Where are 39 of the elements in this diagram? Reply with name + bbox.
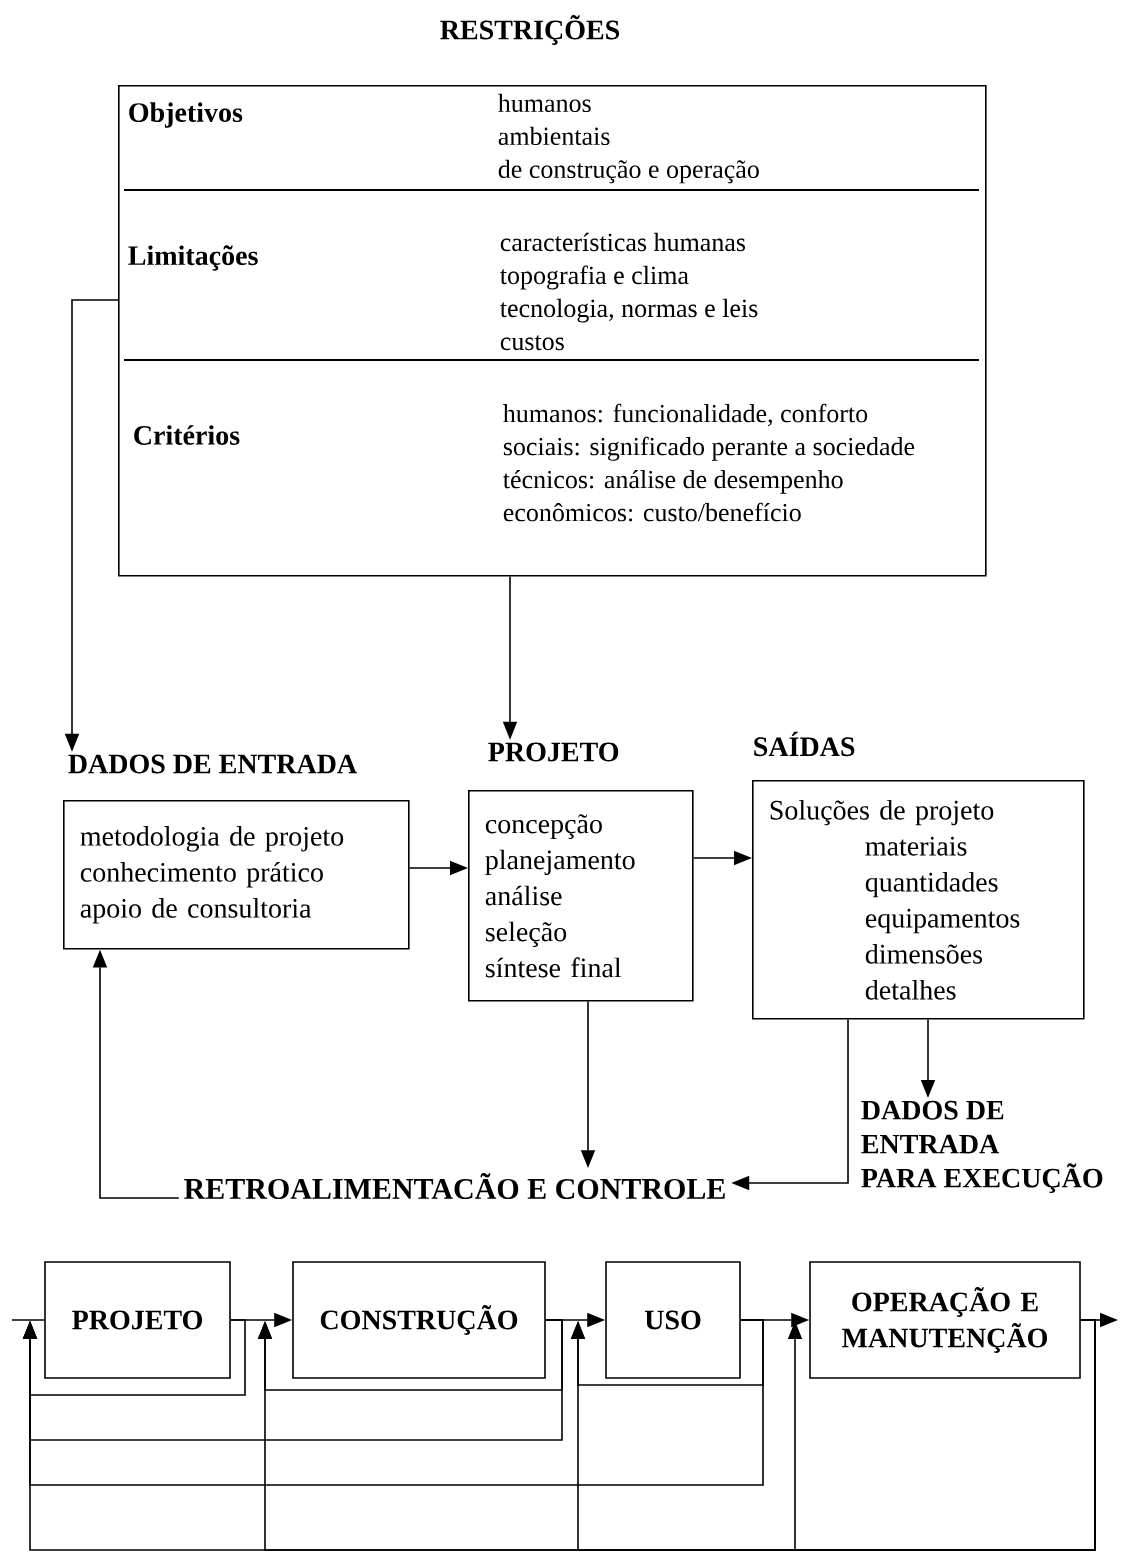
stage-box: CONSTRUÇÃO bbox=[292, 1261, 546, 1379]
node-label: equipamentos bbox=[865, 908, 1020, 934]
stage-box: USO bbox=[605, 1261, 741, 1379]
item-list: humanos ambientais de construção e operação bbox=[498, 93, 759, 184]
node-label: materiais bbox=[865, 836, 967, 856]
node-label: quantidades bbox=[865, 871, 998, 898]
node-label: humanos: funcionalidade, conforto bbox=[503, 403, 868, 427]
node-label: concepção bbox=[485, 814, 602, 840]
process-box: metodologia de projeto conhecimento prático apoio de consultoria bbox=[63, 800, 410, 950]
title: RESTRIÇÕES bbox=[440, 15, 620, 45]
node-label: sociais: significado perante a sociedade bbox=[503, 436, 915, 461]
node-label: custos bbox=[500, 335, 564, 351]
node-label: síntese final bbox=[485, 957, 622, 978]
item-list: humanos: funcionalidade, conforto sociais: significado perante a sociedade técnicos: análise de desempenho econômicos: custo/benefício bbox=[503, 403, 915, 522]
feedback-label: RETROALIMENTACÃO E CONTROLE bbox=[184, 1173, 725, 1200]
node-label: topografia e clima bbox=[500, 265, 689, 290]
row-label: Critérios bbox=[134, 425, 240, 445]
process-box: Soluções de projeto materiais quantidades equipamentos dimensões detalhes bbox=[752, 780, 1085, 1020]
node-label: seleção bbox=[485, 921, 567, 948]
row-label: Limitações bbox=[128, 245, 258, 271]
box-heading: DADOS DE ENTRADA bbox=[68, 754, 357, 774]
node-label: dimensões bbox=[865, 943, 983, 964]
node-label: econômicos: custo/benefício bbox=[503, 502, 801, 522]
node-label: análise bbox=[485, 885, 562, 906]
process-box: concepção planejamento análise seleção síntese final bbox=[468, 790, 694, 1002]
node-label: tecnologia, normas e leis bbox=[500, 298, 758, 323]
node-label: técnicos: análise de desempenho bbox=[503, 470, 843, 494]
box-heading: SAÍDAS bbox=[754, 731, 855, 757]
stage-box: OPERAÇÃO E MANUTENÇÃO bbox=[809, 1261, 1081, 1379]
node-label: características humanas bbox=[500, 232, 746, 252]
arrow bbox=[22, 1319, 1096, 1551]
stage-box: PROJETO bbox=[44, 1261, 231, 1379]
node-label: planejamento bbox=[485, 849, 635, 876]
row-label: Objetivos bbox=[129, 102, 243, 128]
node-label: Soluções de projeto bbox=[770, 799, 994, 826]
item-list: características humanas topografia e clima tecnologia, normas e leis custos bbox=[500, 232, 758, 351]
output-label: DADOS DE ENTRADA PARA EXECUÇÃO bbox=[861, 1100, 1103, 1194]
box-heading: PROJETO bbox=[488, 742, 619, 762]
node-label: detalhes bbox=[865, 979, 956, 1000]
